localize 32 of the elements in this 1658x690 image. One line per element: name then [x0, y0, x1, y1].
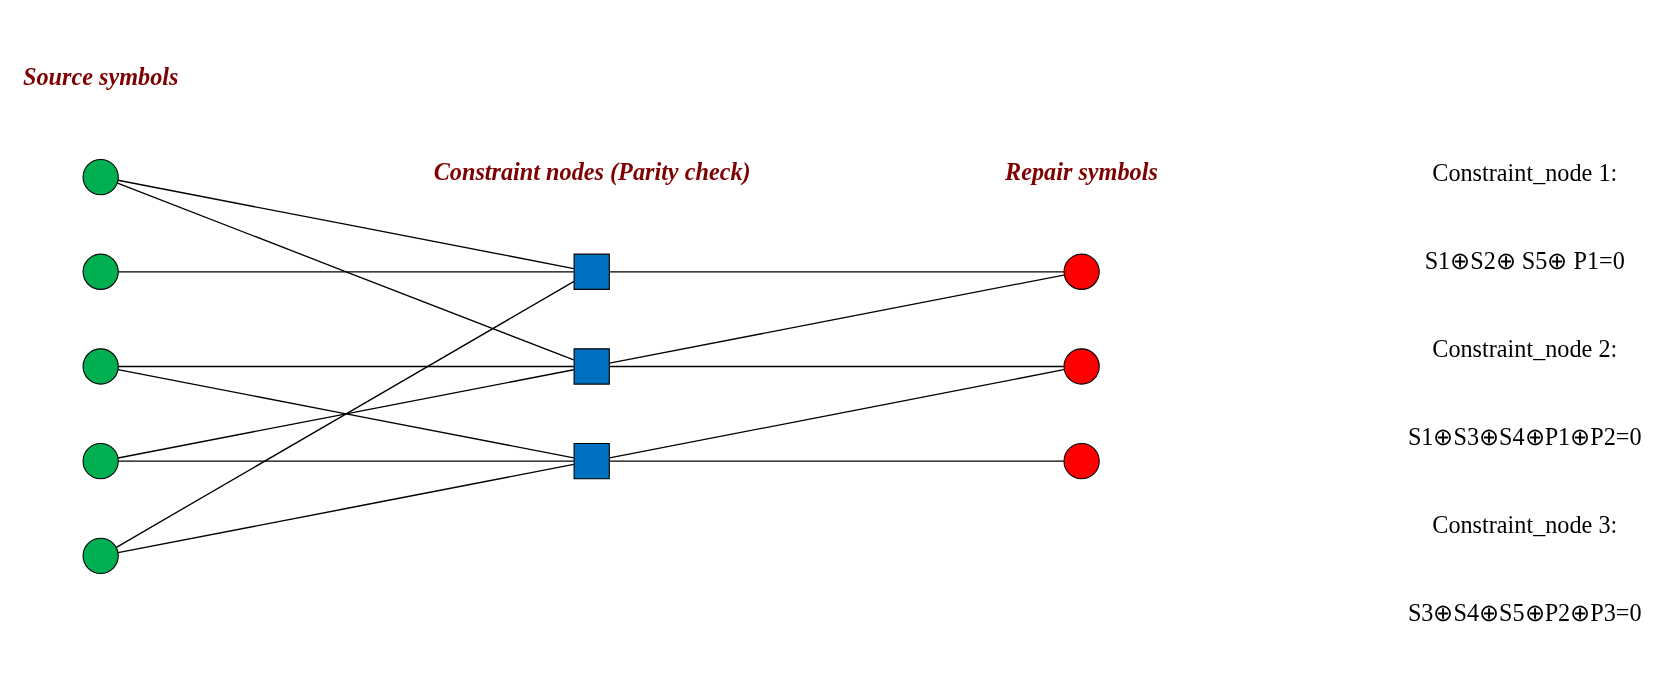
label: Source symbols — [22, 63, 178, 91]
label: Constraint nodes (Parity check) — [433, 157, 751, 185]
connector — [116, 182, 574, 361]
connector — [117, 271, 574, 273]
connector — [608, 365, 1064, 368]
label: S1⊕S3⊕S4⊕P1⊕P2=0 — [1407, 423, 1642, 451]
node-circle — [1062, 443, 1100, 480]
connector — [116, 179, 574, 270]
node-box — [573, 348, 610, 385]
connector — [116, 463, 574, 554]
label: Constraint_node 2: — [1431, 335, 1617, 363]
node-circle — [1062, 253, 1100, 290]
label: S1⊕S2⊕ S5⊕ P1=0 — [1424, 247, 1625, 275]
connector — [117, 365, 574, 368]
connector — [608, 369, 1064, 459]
node-circle — [82, 537, 119, 574]
node-circle — [82, 253, 119, 290]
node-box — [573, 253, 610, 290]
label: Repair symbols — [1004, 157, 1158, 185]
label: S3⊕S4⊕S5⊕P2⊕P3=0 — [1407, 599, 1642, 627]
connector — [117, 460, 574, 462]
connector — [115, 280, 575, 548]
node-box — [573, 443, 610, 480]
node-circle — [82, 443, 119, 480]
connector — [608, 274, 1064, 364]
node-circle — [82, 158, 119, 196]
label: Constraint_node 1: — [1431, 159, 1617, 187]
node-circle — [1062, 348, 1100, 385]
node-circle — [82, 348, 119, 385]
connector — [608, 271, 1064, 273]
label: Constraint_node 3: — [1431, 511, 1617, 539]
connector — [608, 460, 1064, 462]
